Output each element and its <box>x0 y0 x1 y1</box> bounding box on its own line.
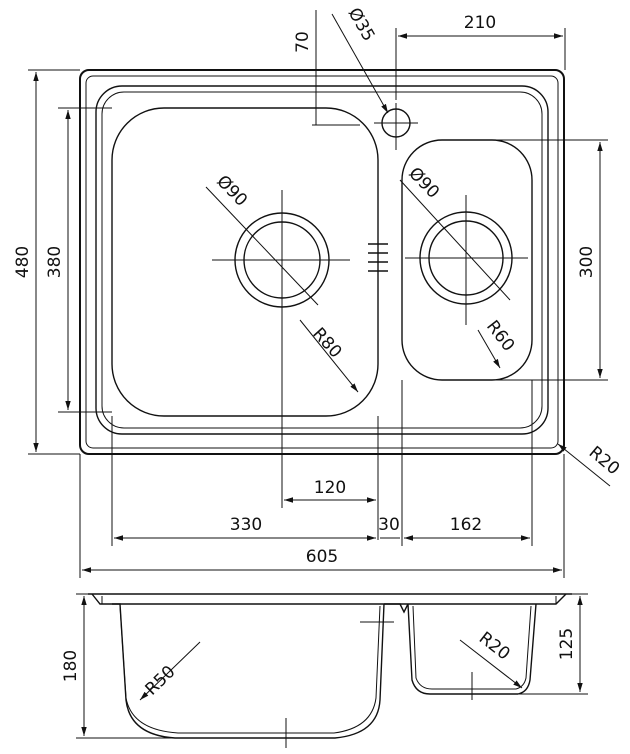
sink-outer-rim <box>79 69 565 455</box>
small-bowl <box>401 139 533 381</box>
dim-divider-width-label: 30 <box>378 515 400 535</box>
dim-side-small-radius-label: R20 <box>475 628 514 664</box>
dim-side-small-radius: R20 <box>459 628 523 689</box>
side-view: 180 125 R50 R20 <box>61 593 588 748</box>
dim-small-bowl-offset-label: 210 <box>464 13 496 33</box>
large-drain <box>212 190 350 325</box>
small-drain <box>405 195 528 325</box>
large-bowl-profile <box>112 603 385 739</box>
dim-small-bowl-radius: R60 <box>477 317 518 369</box>
dim-overall-width: 605 <box>79 454 565 578</box>
dim-small-bowl-depth-label: 125 <box>557 628 577 660</box>
overflow-slots <box>368 243 388 272</box>
large-bowl <box>111 107 379 417</box>
sink-rim-inner-edge <box>85 75 559 449</box>
small-bowl-profile <box>407 603 537 695</box>
dim-large-bowl-width-label: 330 <box>230 515 262 535</box>
dim-large-drain: Ø90 <box>205 172 319 306</box>
dim-small-drain-label: Ø90 <box>404 164 443 203</box>
dim-small-bowl-radius-label: R60 <box>482 317 518 356</box>
dim-tap-offset-label: 70 <box>293 31 313 53</box>
dim-small-bowl-height: 300 <box>470 139 608 381</box>
dim-small-bowl-depth: 125 <box>518 593 588 695</box>
dim-large-drain-offset: 120 <box>281 325 379 540</box>
dim-large-drain-label: Ø90 <box>212 172 251 211</box>
dim-small-bowl-height-label: 300 <box>577 246 597 278</box>
dim-small-bowl-offset: 210 <box>395 13 566 100</box>
dim-small-drain: Ø90 <box>399 164 511 301</box>
dim-corner-radius-label: R20 <box>585 443 623 480</box>
dim-small-bowl-width-label: 162 <box>450 515 482 535</box>
top-view: 480 380 70 Ø35 210 <box>13 5 623 578</box>
dim-side-large-radius: R50 <box>139 641 201 701</box>
dim-large-bowl-depth: 180 <box>61 593 175 739</box>
dim-tap-offset: 70 <box>293 10 360 126</box>
dim-large-bowl-depth-label: 180 <box>61 650 81 682</box>
dim-overall-width-label: 605 <box>306 547 338 567</box>
dim-bowl-widths: 330 30 162 <box>111 380 533 546</box>
dim-large-bowl-radius-label: R80 <box>308 324 345 362</box>
sink-deck-inner-outline <box>101 91 543 429</box>
dim-tap-diameter: Ø35 <box>331 5 389 114</box>
dim-height-outer: 480 <box>13 69 80 455</box>
dim-tap-diameter-label: Ø35 <box>344 5 379 45</box>
dim-corner-radius: R20 <box>557 443 623 487</box>
dim-height-basin: 380 <box>45 107 112 413</box>
dim-large-drain-offset-label: 120 <box>314 478 346 498</box>
dim-height-basin-label: 380 <box>45 246 65 278</box>
sink-deck-outline <box>95 85 549 435</box>
dim-large-bowl-radius: R80 <box>299 319 359 393</box>
dim-height-outer-label: 480 <box>13 246 33 278</box>
